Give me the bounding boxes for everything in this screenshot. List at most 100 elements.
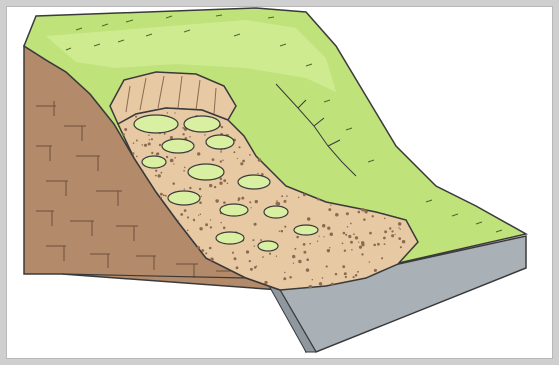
debris-speck [372, 215, 374, 217]
debris-speck [165, 195, 167, 197]
debris-speck [170, 159, 174, 163]
debris-speck [351, 249, 353, 251]
debris-speck [277, 202, 280, 205]
debris-speck [283, 200, 286, 203]
debris-speck [124, 128, 127, 131]
debris-speck [254, 223, 257, 226]
debris-speck [204, 134, 206, 136]
debris-speck [233, 151, 235, 153]
debris-speck [220, 222, 221, 223]
debris-speck [136, 156, 138, 158]
debris-speck [222, 159, 224, 161]
debris-speck [276, 200, 278, 202]
debris-speck [220, 178, 223, 181]
debris-speck [187, 230, 189, 232]
debris-speck [220, 160, 222, 162]
debris-speck [312, 279, 313, 280]
turf-block [162, 139, 194, 153]
debris-speck [355, 274, 358, 277]
debris-speck [223, 201, 226, 204]
debris-speck [389, 227, 391, 229]
turf-block [264, 206, 288, 218]
debris-speck [344, 250, 346, 252]
debris-speck [345, 234, 347, 236]
debris-speck [283, 277, 286, 280]
debris-speck [200, 214, 202, 216]
debris-speck [254, 245, 255, 246]
debris-speck [166, 156, 168, 158]
turf-block [216, 232, 244, 244]
debris-speck [184, 189, 185, 190]
debris-speck [369, 261, 371, 263]
debris-speck [281, 195, 283, 197]
debris-speck [350, 223, 352, 225]
debris-speck [170, 136, 173, 139]
debris-speck [344, 272, 347, 275]
debris-speck [384, 230, 387, 233]
debris-speck [258, 158, 261, 161]
debris-speck [210, 219, 211, 220]
debris-speck [328, 208, 331, 211]
debris-speck [347, 226, 349, 228]
debris-speck [358, 241, 359, 242]
debris-speck [306, 268, 309, 271]
debris-speck [163, 194, 165, 196]
debris-speck [391, 234, 394, 237]
debris-speck [348, 235, 351, 238]
debris-speck [318, 236, 319, 237]
debris-speck [298, 260, 301, 263]
debris-speck [219, 182, 222, 185]
debris-speck [309, 285, 313, 289]
debris-speck [330, 233, 333, 236]
debris-speck [281, 230, 284, 233]
debris-speck [361, 208, 365, 212]
debris-speck [327, 249, 330, 252]
debris-speck [199, 201, 202, 204]
debris-speck [331, 283, 334, 286]
debris-speck [194, 220, 196, 222]
turf-block [220, 204, 248, 216]
debris-speck [189, 136, 191, 138]
debris-speck [210, 226, 212, 228]
debris-speck [323, 236, 324, 237]
debris-speck [201, 196, 202, 197]
debris-speck [236, 266, 239, 269]
debris-speck [309, 243, 311, 245]
debris-speck [257, 173, 258, 174]
debris-speck [249, 154, 251, 156]
debris-speck [294, 248, 296, 250]
debris-speck [335, 213, 339, 217]
debris-speck [182, 133, 184, 135]
debris-speck [303, 193, 306, 196]
debris-speck [361, 253, 363, 255]
debris-speck [223, 179, 226, 182]
debris-speck [363, 218, 366, 221]
debris-speck [319, 282, 322, 285]
turf-block [294, 225, 318, 235]
debris-speck [214, 186, 216, 188]
debris-speck [187, 216, 189, 218]
debris-speck [136, 140, 138, 142]
debris-speck [205, 252, 207, 254]
debris-speck [167, 112, 168, 113]
debris-speck [143, 171, 144, 172]
debris-speck [250, 207, 251, 208]
debris-speck [182, 127, 184, 129]
debris-speck [398, 237, 401, 240]
debris-speck [173, 163, 174, 164]
debris-speck [269, 253, 271, 255]
debris-speck [329, 247, 330, 248]
debris-speck [326, 265, 328, 267]
debris-speck [210, 258, 214, 262]
debris-speck [252, 239, 254, 241]
debris-speck [161, 172, 163, 174]
debris-speck [383, 237, 386, 240]
debris-speck [149, 139, 150, 140]
debris-speck [255, 200, 258, 203]
debris-speck [209, 247, 212, 250]
debris-speck [246, 250, 249, 253]
debris-speck [220, 151, 222, 153]
debris-speck [249, 201, 251, 203]
debris-speck [160, 197, 162, 199]
debris-speck [262, 256, 264, 258]
